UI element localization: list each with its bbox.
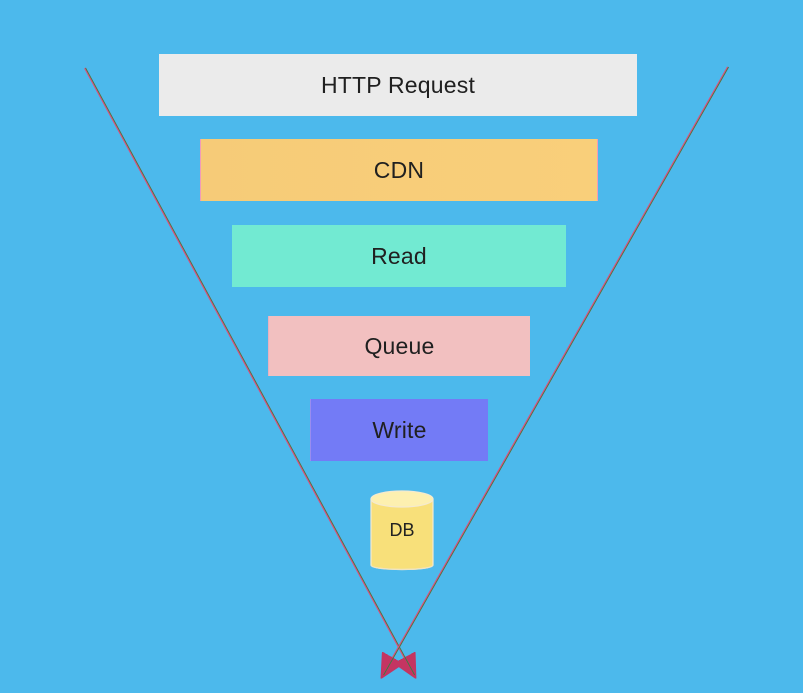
- database-label: DB: [389, 520, 415, 540]
- layer-label-write: Write: [372, 416, 427, 443]
- database-node: DB: [369, 489, 435, 575]
- layer-http-request: HTTP Request: [159, 54, 637, 116]
- layer-label-queue: Queue: [364, 332, 435, 359]
- layer-write: Write: [310, 399, 488, 461]
- layer-read: Read: [232, 225, 566, 287]
- layer-label-http-request: HTTP Request: [320, 71, 476, 98]
- layer-queue: Queue: [268, 316, 530, 376]
- left-funnel-arrow: [84, 67, 414, 675]
- layer-label-read: Read: [371, 242, 427, 269]
- layer-cdn: CDN: [200, 139, 598, 201]
- right-funnel-arrow: [383, 66, 729, 675]
- cylinder-database-icon: [370, 490, 434, 571]
- layer-label-cdn: CDN: [373, 156, 425, 183]
